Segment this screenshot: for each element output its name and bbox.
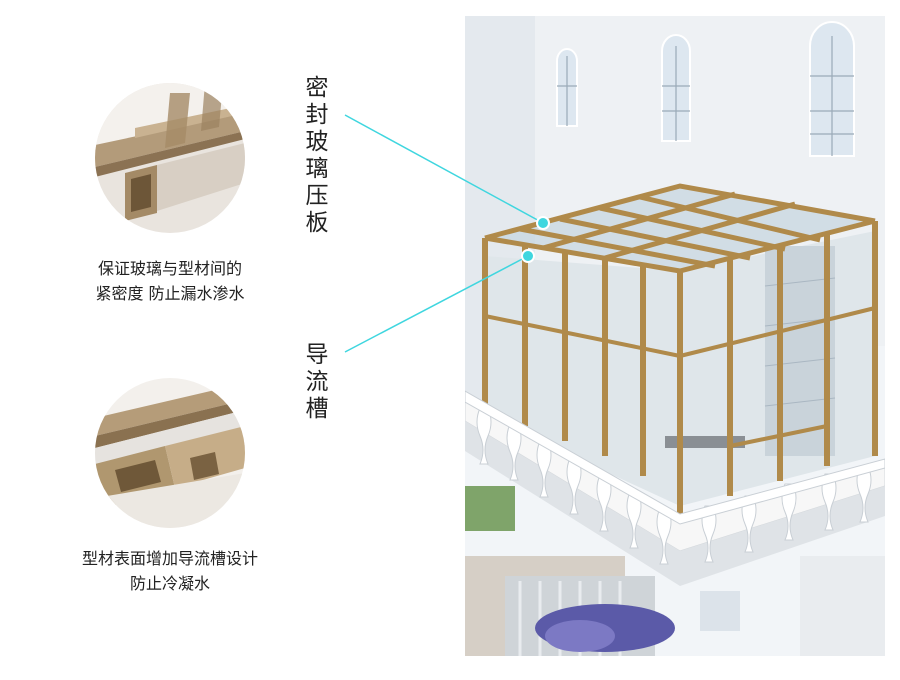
seal-plate-char: 密 bbox=[305, 75, 329, 101]
gutter-char: 流 bbox=[305, 369, 329, 395]
gutter-caption-line-1: 型材表面增加导流槽设计 bbox=[81, 549, 258, 568]
seal-caption-line-2: 紧密度 防止漏水渗水 bbox=[95, 284, 245, 303]
seal-plate-char: 玻 bbox=[305, 129, 329, 155]
gutter-label: 导 流 槽 bbox=[302, 342, 332, 423]
gutter-profile-closeup bbox=[95, 378, 245, 528]
gutter-caption-line-2: 防止冷凝水 bbox=[129, 574, 210, 593]
gutter-caption: 型材表面增加导流槽设计 防止冷凝水 bbox=[40, 546, 300, 596]
seal-plate-char: 压 bbox=[305, 183, 329, 209]
seal-plate-label: 密 封 玻 璃 压 板 bbox=[302, 75, 332, 237]
seal-caption: 保证玻璃与型材间的 紧密度 防止漏水渗水 bbox=[40, 256, 300, 306]
seal-plate-char: 封 bbox=[305, 102, 329, 128]
gutter-char: 槽 bbox=[305, 396, 329, 422]
seal-caption-line-1: 保证玻璃与型材间的 bbox=[97, 259, 242, 278]
seal-plate-char: 板 bbox=[305, 210, 329, 236]
seal-plate-char: 璃 bbox=[305, 156, 329, 182]
sunroom-render bbox=[465, 16, 885, 656]
seal-profile-closeup bbox=[95, 83, 245, 233]
gutter-char: 导 bbox=[305, 342, 329, 368]
